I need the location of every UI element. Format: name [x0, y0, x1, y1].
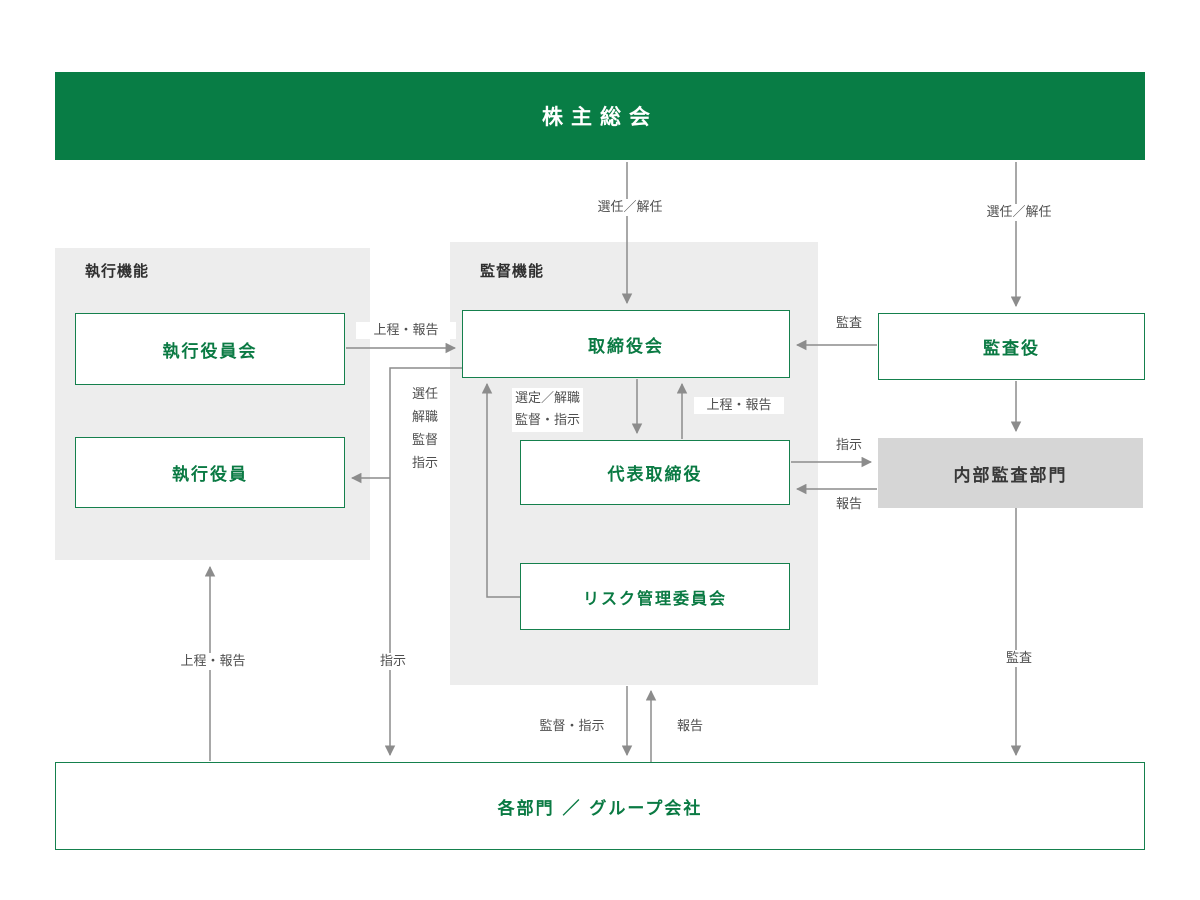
edge-label-audit-departments: 監査	[996, 650, 1042, 667]
area-executive-function	[55, 248, 370, 560]
edge-label-audit-board: 監査	[827, 315, 871, 332]
node-departments-group-companies: 各部門 ／ グループ会社	[55, 762, 1145, 850]
edge-label-instruct-departments: 指示	[370, 653, 416, 670]
edge-label-submit-report-departments: 上程・報告	[163, 653, 263, 670]
node-representative-director: 代表取締役	[520, 440, 790, 505]
area-supervisory-function-label: 監督機能	[480, 262, 545, 280]
node-auditor: 監査役	[878, 313, 1145, 380]
node-board-of-directors: 取締役会	[462, 310, 790, 378]
node-executive-officers: 執行役員	[75, 437, 345, 508]
edge-label-appoint-dismiss-board: 選任／解任	[562, 199, 698, 216]
area-executive-function-label: 執行機能	[85, 262, 150, 280]
node-executive-officers-committee: 執行役員会	[75, 313, 345, 385]
edge-label-appoint-dismiss-auditor: 選任／解任	[951, 204, 1087, 221]
node-shareholders-meeting: 株主総会	[55, 72, 1145, 160]
edge-label-report-internal-audit: 報告	[826, 496, 872, 513]
node-internal-audit-department: 内部監査部門	[878, 438, 1143, 508]
edge-label-instruct-internal-audit: 指示	[826, 437, 872, 454]
edge-label-select-dismiss-supervise-instruct: 選定／解職 監督・指示	[512, 388, 584, 432]
edge-label-submit-report-representative: 上程・報告	[694, 397, 784, 414]
edge-label-appoint-dismiss-supervise-instruct: 選任 解職 監督 指示	[409, 383, 442, 475]
edge-label-report-departments: 報告	[667, 718, 713, 735]
edge-label-submit-report-board: 上程・報告	[356, 322, 456, 339]
node-risk-management-committee: リスク管理委員会	[520, 563, 790, 630]
edge-label-supervise-instruct-departments: 監督・指示	[527, 718, 617, 735]
